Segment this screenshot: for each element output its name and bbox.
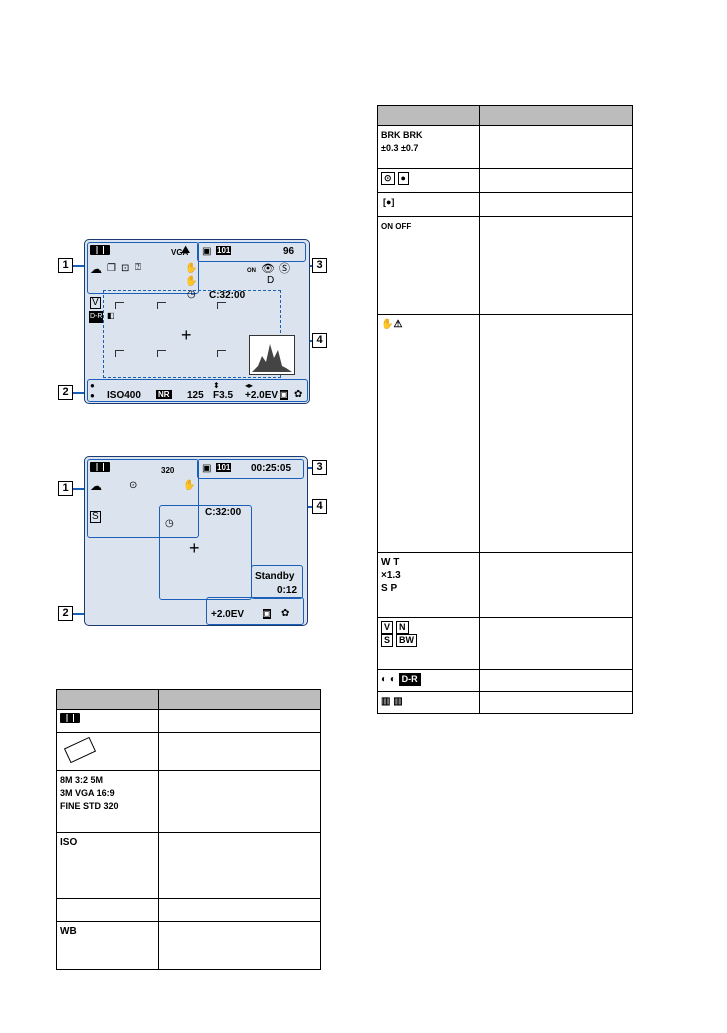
spot-metering-icon: ⊡ xyxy=(121,263,130,274)
battery-icon xyxy=(90,245,110,255)
table-row: BRK BRK ±0.3 ±0.7 xyxy=(377,125,480,169)
rec-time-label: 0:12 xyxy=(277,585,298,596)
folder-label: 101 xyxy=(216,246,232,255)
self-timer-icon: ◷ xyxy=(187,289,196,300)
steadyshot-icon: ✋ xyxy=(183,480,196,491)
image-count: 96 xyxy=(283,246,295,257)
metering-icon: ▣ xyxy=(280,390,288,400)
recording-time: 00:25:05 xyxy=(251,463,292,474)
table-row: ON OFF xyxy=(377,216,480,315)
cloudy-wb-icon: ☁ xyxy=(90,479,102,493)
table-row xyxy=(56,732,159,771)
red-eye-on-label: ON xyxy=(247,268,256,274)
folder-label: 101 xyxy=(216,463,232,472)
sepia-icon: S xyxy=(90,511,101,523)
battery-icon xyxy=(90,462,110,472)
memory-icon: ▣ xyxy=(202,246,212,257)
callout-4: 4 xyxy=(312,499,327,514)
nr-label: NR xyxy=(156,390,172,399)
callout-2: 2 xyxy=(58,385,73,400)
ev-value: +2.0EV xyxy=(211,609,245,620)
sharpness-icon: ◧ xyxy=(107,311,115,320)
date-icon: D xyxy=(267,275,275,286)
table-row: ISO xyxy=(56,832,159,899)
iso-value: ISO400 xyxy=(107,390,141,401)
center-cross: + xyxy=(181,325,192,345)
callout-3: 3 xyxy=(312,460,327,475)
steadyshot-icon: ✋ xyxy=(185,263,198,274)
table-row xyxy=(56,898,159,922)
table-row: [●] xyxy=(377,192,480,217)
left-table: 8M 3:2 5M 3M VGA 16:9 FINE STD 320 ISO W… xyxy=(56,689,321,970)
callout-4: 4 xyxy=(312,333,327,348)
table-row: ✋⚠ xyxy=(377,314,480,553)
table-row: ▥ ▥ xyxy=(377,691,480,714)
cloudy-wb-icon: ☁ xyxy=(90,262,102,276)
metering-icon: ▣ xyxy=(263,609,271,619)
table-row: WB xyxy=(56,921,159,970)
right-table: BRK BRK ±0.3 ±0.7 ⊙● [●] ON OFF ✋⚠ W T ×… xyxy=(377,105,633,714)
movie-size-label: 320 xyxy=(161,466,175,475)
histogram xyxy=(249,335,295,375)
standby-label: Standby xyxy=(255,571,295,582)
remaining-time: C:32:00 xyxy=(209,290,246,301)
shutter-speed: 125 xyxy=(187,390,204,401)
vivid-icon: V xyxy=(90,297,101,309)
table-row xyxy=(56,709,159,733)
burst-icon: ❐ xyxy=(107,263,116,274)
callout-2: 2 xyxy=(58,606,73,621)
landscape-icon: ⛰ xyxy=(181,244,191,256)
table-row: W T ×1.3 S P xyxy=(377,552,480,618)
multi-metering-icon: ⊙ xyxy=(129,480,138,491)
table-row: 8M 3:2 5M 3M VGA 16:9 FINE STD 320 xyxy=(56,770,159,833)
self-timer-icon: ◷ xyxy=(165,518,174,529)
center-cross: + xyxy=(189,538,200,558)
callout-3: 3 xyxy=(312,258,327,273)
callout-1: 1 xyxy=(58,481,73,496)
memory-icon: ▣ xyxy=(202,463,212,474)
resolution-label: VGA xyxy=(171,248,189,257)
remaining-time: C:32:00 xyxy=(205,507,242,518)
red-eye-icon: 👁 xyxy=(261,263,275,275)
face-detect-icon: ⍰ xyxy=(135,262,141,273)
table-row: ⊙● xyxy=(377,168,480,193)
macro-icon: ✿ xyxy=(294,389,303,400)
steadyshot-warning-icon: ✋ xyxy=(185,276,198,287)
flash-off-icon: Ⓢ xyxy=(279,263,290,275)
callout-1: 1 xyxy=(58,258,73,273)
aperture-value: F3.5 xyxy=(213,390,234,401)
lcd-screen-2: 320 ▣ 101 00:25:05 ☁ ⊙ ✋ S C:32:00 ◷ + S… xyxy=(84,456,308,626)
macro-icon: ✿ xyxy=(281,608,290,619)
table-row: ◐ ◐ D-R xyxy=(377,669,480,692)
lcd-screen-1: VGA ⛰ ▣ 101 96 ☁ ❐ ⊡ ⍰ ✋ ON 👁 Ⓢ ✋ D ◷ C:… xyxy=(84,239,310,404)
dro-icon: D-R xyxy=(89,311,104,323)
ev-value: +2.0EV xyxy=(245,390,279,401)
